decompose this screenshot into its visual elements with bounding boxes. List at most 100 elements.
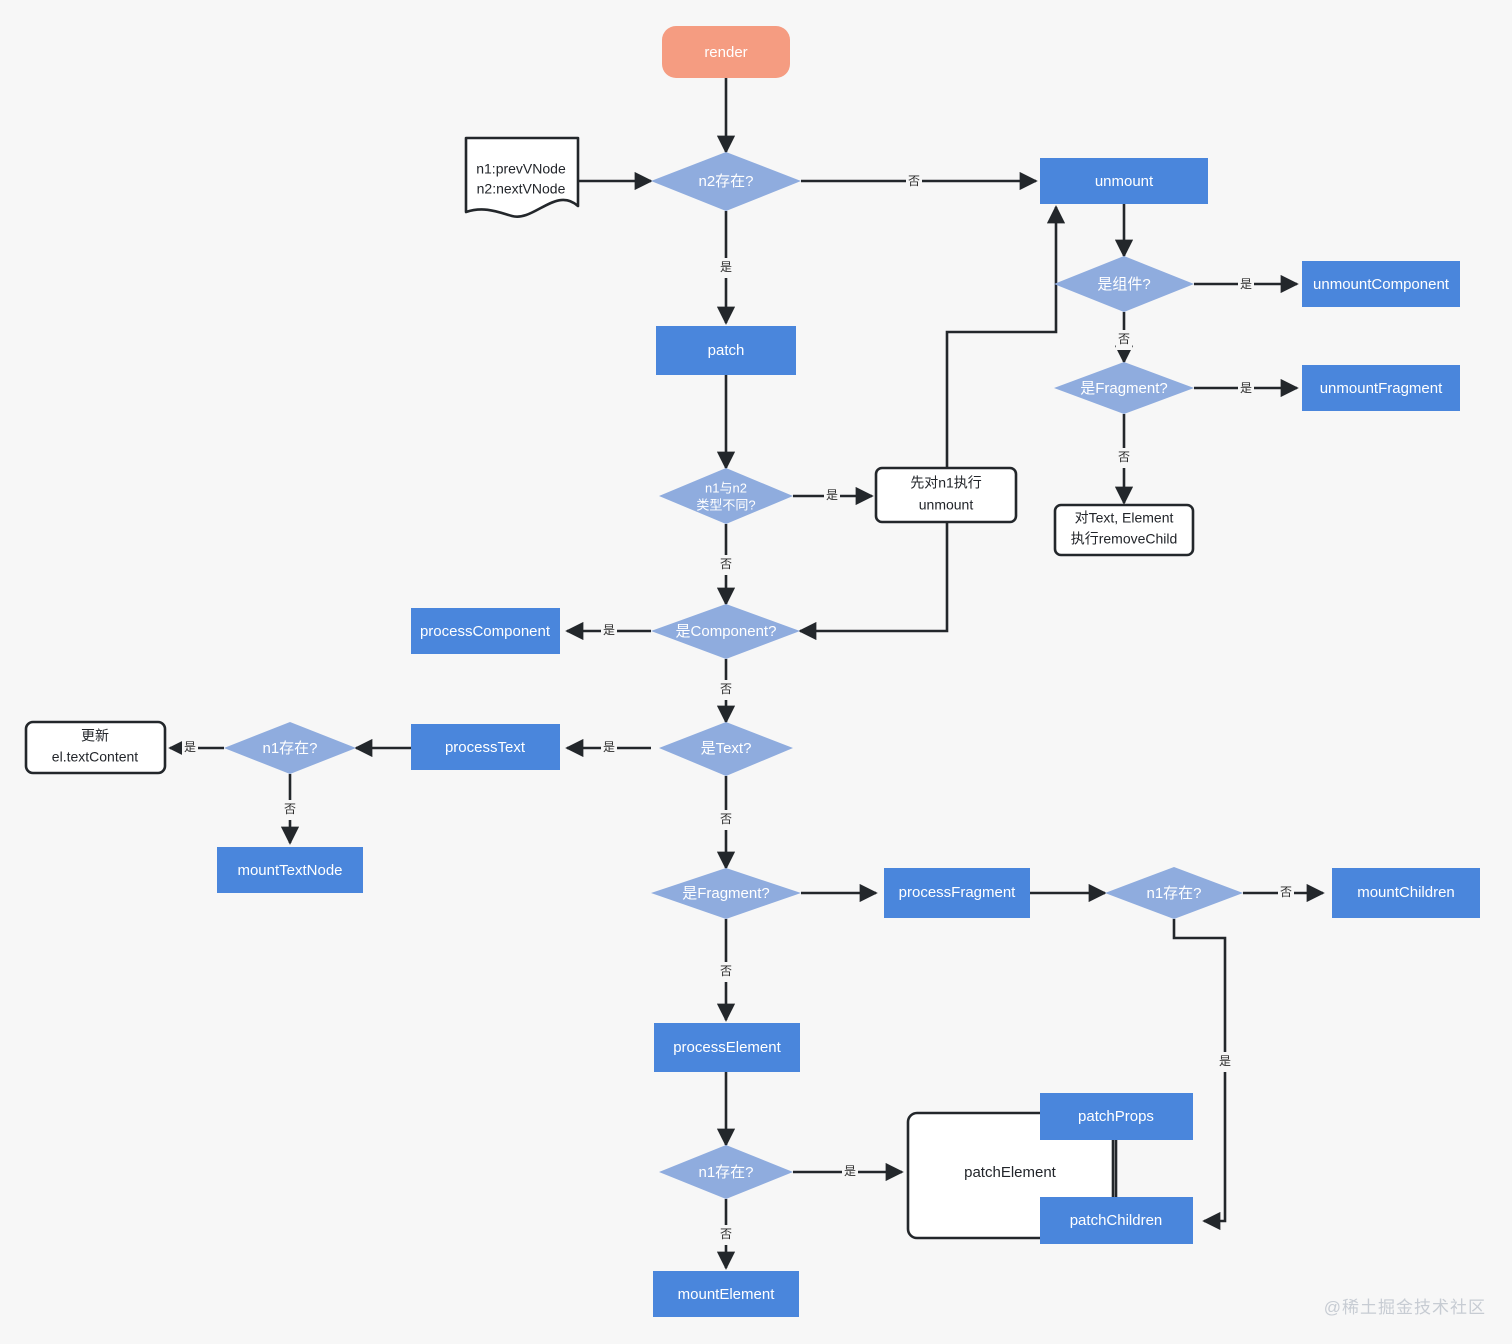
- note-unmount-n1-line1: 先对n1执行: [910, 475, 982, 491]
- edge-label-isfragment-no: 否: [718, 962, 734, 982]
- node-type-diff-line2: 类型不同?: [696, 497, 755, 512]
- node-patch[interactable]: patch: [656, 326, 796, 375]
- node-patchChildren-label: patchChildren: [1070, 1212, 1163, 1229]
- note-removechild-line2: 执行removeChild: [1071, 531, 1178, 547]
- edge-label-typediff-yes: 是: [824, 486, 840, 506]
- node-n1-exists-text-label: n1存在?: [262, 740, 317, 757]
- edge-label-n1exists-element-yes: 是: [842, 1162, 858, 1182]
- watermark: @稀土掘金技术社区: [1323, 1298, 1486, 1317]
- edge-label-istext-no: 否: [718, 810, 734, 830]
- node-unmountComponent[interactable]: unmountComponent: [1302, 261, 1460, 307]
- node-unmountFragment[interactable]: unmountFragment: [1302, 365, 1460, 411]
- edge-label-isfragment-unmount-yes-text: 是: [1240, 381, 1252, 395]
- node-is-fragment-label: 是Fragment?: [682, 885, 770, 902]
- node-is-text-label: 是Text?: [701, 740, 752, 757]
- node-is-text[interactable]: 是Text?: [659, 722, 793, 776]
- edge-label-isfragment-unmount-yes: 是: [1238, 378, 1254, 398]
- node-mountElement-label: mountElement: [678, 1286, 776, 1303]
- node-mountTextNode-label: mountTextNode: [237, 862, 342, 879]
- note-vnodes-line2: n2:nextVNode: [477, 181, 566, 197]
- edge-label-typediff-no: 否: [718, 555, 734, 575]
- edge-label-n1exists-text-no-text: 否: [284, 802, 296, 816]
- edge-label-typediff-yes-text: 是: [826, 488, 838, 502]
- node-type-diff[interactable]: n1与n2 类型不同?: [659, 468, 793, 524]
- edge-label-n1exists-fragment-yes: 是: [1217, 1052, 1233, 1072]
- node-is-component-unmount[interactable]: 是组件?: [1054, 256, 1194, 312]
- node-mountTextNode[interactable]: mountTextNode: [217, 847, 363, 893]
- node-patch-label: patch: [708, 342, 745, 359]
- edge-label-iscomponent-no: 否: [718, 680, 734, 700]
- node-processComponent[interactable]: processComponent: [411, 608, 560, 654]
- edge-label-isfragment-no-text: 否: [720, 964, 732, 978]
- node-n1-exists-fragment-label: n1存在?: [1146, 885, 1201, 902]
- node-n1-exists-element-label: n1存在?: [698, 1164, 753, 1181]
- node-mountChildren[interactable]: mountChildren: [1332, 868, 1480, 918]
- edge-label-n1exists-fragment-yes-text: 是: [1219, 1054, 1231, 1068]
- note-removechild: 对Text, Element 执行removeChild: [1053, 503, 1195, 557]
- node-n2-exists-label: n2存在?: [698, 173, 753, 190]
- node-is-fragment-unmount-label: 是Fragment?: [1080, 380, 1168, 397]
- note-update-textcontent: 更新 el.textContent: [24, 720, 167, 775]
- edge-label-n2exists-no: 否: [906, 171, 922, 191]
- node-patchProps[interactable]: patchProps: [1040, 1093, 1193, 1140]
- node-unmountComponent-label: unmountComponent: [1313, 276, 1450, 293]
- node-type-diff-line1: n1与n2: [705, 480, 747, 495]
- node-unmountFragment-label: unmountFragment: [1320, 380, 1443, 397]
- node-render[interactable]: render: [662, 26, 790, 78]
- edge-label-iscomponent-unmount-yes-text: 是: [1240, 277, 1252, 291]
- edge-label-n1exists-text-no: 否: [282, 800, 298, 820]
- node-is-component-label: 是Component?: [676, 623, 777, 640]
- note-update-text-line1: 更新: [81, 728, 109, 744]
- edge-label-istext-yes-text: 是: [603, 740, 615, 754]
- node-processText-label: processText: [445, 739, 526, 756]
- edge-label-n1exists-element-yes-text: 是: [844, 1164, 856, 1178]
- edge-label-istext-yes: 是: [601, 738, 617, 758]
- node-processText[interactable]: processText: [411, 724, 560, 770]
- note-unmount-n1: 先对n1执行 unmount: [874, 466, 1018, 524]
- edge-label-n2exists-no-text: 否: [908, 174, 920, 188]
- edge-label-n1exists-fragment-no-text: 否: [1280, 885, 1292, 899]
- node-n1-exists-text[interactable]: n1存在?: [224, 722, 356, 774]
- edge-label-n1exists-element-no-text: 否: [720, 1227, 732, 1241]
- node-patchChildren[interactable]: patchChildren: [1040, 1197, 1193, 1244]
- node-n1-exists-fragment[interactable]: n1存在?: [1105, 867, 1243, 919]
- node-unmount-label: unmount: [1095, 173, 1154, 190]
- note-removechild-line1: 对Text, Element: [1075, 510, 1174, 526]
- edge-label-isfragment-unmount-no-text: 否: [1118, 450, 1130, 464]
- node-mountChildren-label: mountChildren: [1357, 884, 1455, 901]
- note-unmount-n1-line2: unmount: [919, 497, 974, 513]
- edge-label-n2exists-yes-text: 是: [720, 260, 732, 274]
- node-is-fragment-unmount[interactable]: 是Fragment?: [1054, 362, 1194, 414]
- node-processElement[interactable]: processElement: [654, 1023, 800, 1072]
- node-processFragment[interactable]: processFragment: [884, 868, 1030, 918]
- node-is-fragment[interactable]: 是Fragment?: [651, 868, 801, 919]
- edge-label-iscomponent-yes: 是: [601, 621, 617, 641]
- node-n1-exists-element[interactable]: n1存在?: [659, 1145, 793, 1199]
- edge-label-iscomponent-unmount-no: 否: [1116, 330, 1132, 350]
- edge-label-iscomponent-yes-text: 是: [603, 623, 615, 637]
- edge-label-iscomponent-unmount-yes: 是: [1238, 274, 1254, 294]
- node-unmount[interactable]: unmount: [1040, 158, 1208, 204]
- edge-label-istext-no-text: 否: [720, 812, 732, 826]
- edge-label-iscomponent-no-text: 否: [720, 682, 732, 696]
- edge-note-up-to-unmount: [945, 205, 1066, 468]
- node-processElement-label: processElement: [673, 1039, 781, 1056]
- edge-label-n2exists-yes: 是: [718, 258, 734, 278]
- node-patchElement-label: patchElement: [964, 1164, 1057, 1181]
- edge-note-down-to-iscomponent: [798, 522, 949, 641]
- note-vnodes: n1:prevVNode n2:nextVNode: [464, 136, 580, 218]
- node-n2-exists[interactable]: n2存在?: [651, 152, 801, 211]
- node-render-label: render: [704, 44, 747, 61]
- edge-label-n1exists-text-yes: 是: [182, 738, 198, 758]
- node-is-component[interactable]: 是Component?: [651, 604, 800, 659]
- edge-label-n1exists-fragment-no: 否: [1278, 883, 1294, 903]
- node-mountElement[interactable]: mountElement: [653, 1271, 799, 1317]
- note-vnodes-line1: n1:prevVNode: [476, 161, 566, 177]
- node-processFragment-label: processFragment: [899, 884, 1017, 901]
- node-is-component-unmount-label: 是组件?: [1097, 276, 1150, 293]
- node-processComponent-label: processComponent: [420, 623, 551, 640]
